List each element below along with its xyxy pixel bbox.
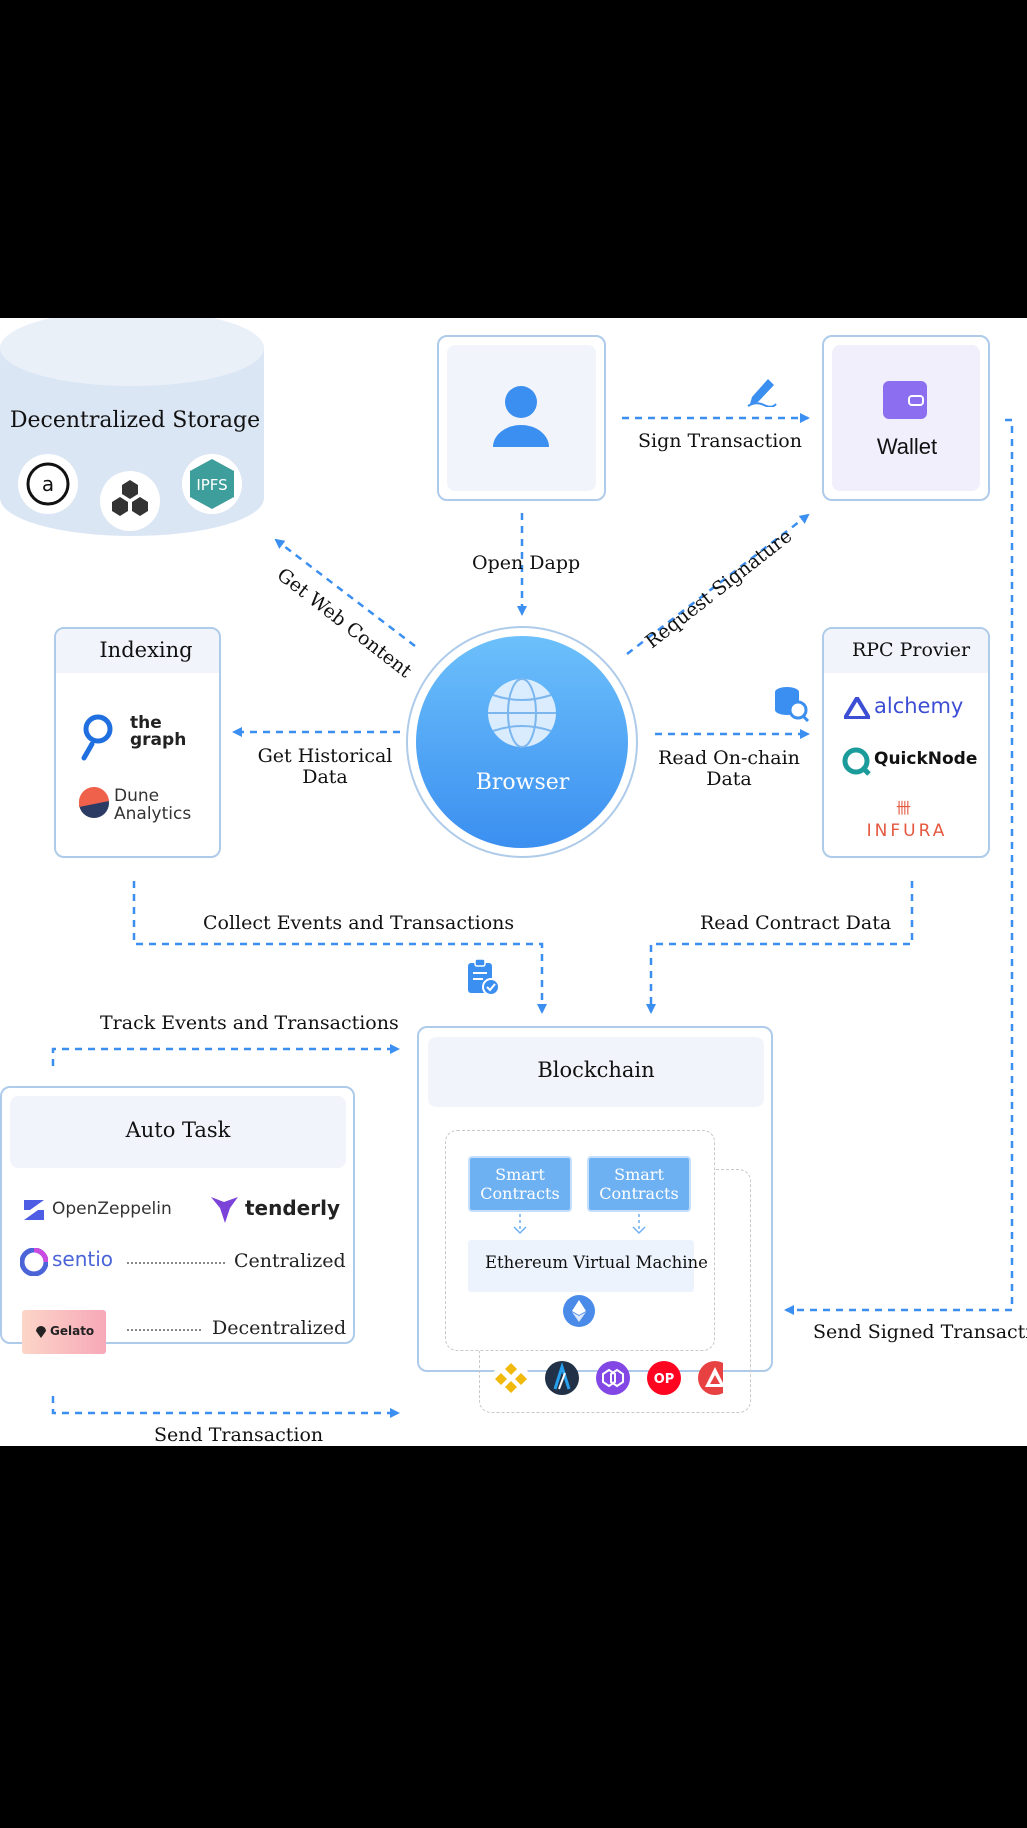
tenderly-icon <box>211 1197 238 1223</box>
database-search-icon <box>775 687 810 722</box>
architecture-diagram: Decentralized Storage a IPFS <box>0 318 1027 1446</box>
gelato-icon <box>36 1326 46 1338</box>
connector-layer <box>51 413 1014 1418</box>
send-signed-label: Send Signed Transactio <box>813 1321 1027 1343</box>
arweave-logo: a <box>18 454 78 514</box>
gelato-logo: Gelato <box>22 1310 106 1354</box>
evm-panel <box>468 1240 694 1292</box>
decentralized-label: Decentralized <box>212 1317 347 1339</box>
dune-icon <box>78 787 109 818</box>
openzeppelin-logo: OpenZeppelin <box>52 1199 172 1219</box>
svg-text:a: a <box>42 472 54 496</box>
pen-icon <box>747 379 777 407</box>
openzeppelin-icon <box>24 1200 44 1220</box>
alchemy-logo: alchemy <box>874 694 964 718</box>
storage-title: Decentralized Storage <box>9 408 261 433</box>
auto-task-box: Auto Task OpenZeppelin tenderly sentio C… <box>0 1086 355 1354</box>
globe-icon <box>488 678 556 748</box>
blockchain-title: Blockchain <box>537 1058 655 1082</box>
rpc-provider-box: RPC Provier alchemy QuickNode 卌 INFURA <box>822 627 990 858</box>
filecoin-logo <box>100 471 160 531</box>
polygon-icon <box>596 1361 630 1395</box>
wallet-label: Wallet <box>876 434 938 459</box>
centralized-label: Centralized <box>234 1250 346 1272</box>
arrow-get-web-content <box>274 538 416 647</box>
quicknode-icon <box>842 747 871 776</box>
infura-icon: 卌 <box>896 799 912 817</box>
user-icon <box>493 386 549 447</box>
infura-logo: INFURA <box>866 821 948 841</box>
arrow-send-transaction <box>51 1396 400 1418</box>
avalanche-icon <box>698 1361 723 1395</box>
user-box <box>437 335 606 501</box>
read-contract-label: Read Contract Data <box>700 912 892 934</box>
clipboard-check-icon <box>468 958 500 996</box>
ethereum-icon <box>563 1295 595 1327</box>
rpc-title: RPC Provier <box>851 639 971 661</box>
tenderly-logo: tenderly <box>245 1196 340 1220</box>
decentralized-connector <box>127 1329 201 1331</box>
auto-task-title: Auto Task <box>125 1118 231 1142</box>
chain-icons: OP <box>493 1360 723 1396</box>
svg-text:OP: OP <box>654 1372 675 1387</box>
sentio-logo: sentio <box>52 1247 114 1271</box>
send-transaction-label: Send Transaction <box>154 1424 324 1446</box>
the-graph-icon <box>81 714 113 761</box>
arbitrum-icon <box>545 1361 579 1395</box>
browser-node <box>406 626 638 858</box>
arrow-read-contract <box>646 881 914 1014</box>
open-dapp-label: Open Dapp <box>472 552 581 574</box>
centralized-connector <box>127 1262 225 1264</box>
ipfs-logo: IPFS <box>182 454 242 514</box>
sign-transaction-label: Sign Transaction <box>638 430 802 452</box>
indexing-title: Indexing <box>99 638 193 662</box>
smart-contract-1: Smart Contracts <box>468 1156 572 1212</box>
browser-label: Browser <box>475 770 570 795</box>
arrow-collect-events <box>132 881 547 1014</box>
blockchain-box: Blockchain Smart Contracts Smart Contrac… <box>417 1026 773 1413</box>
smart-contract-2: Smart Contracts <box>587 1156 691 1212</box>
bnb-icon <box>493 1360 529 1396</box>
optimism-icon: OP <box>647 1361 681 1395</box>
arrow-track-events <box>51 1044 400 1066</box>
evm-label: Ethereum Virtual Machine <box>485 1253 708 1272</box>
sentio-icon <box>20 1248 48 1276</box>
svg-text:IPFS: IPFS <box>196 476 227 494</box>
quicknode-logo: QuickNode <box>874 749 978 769</box>
alchemy-icon <box>844 697 870 719</box>
sc-to-evm-arrows <box>513 1214 646 1235</box>
arrow-send-signed <box>784 418 1014 1315</box>
wallet-icon <box>883 381 927 419</box>
collect-events-label: Collect Events and Transactions <box>203 912 515 934</box>
track-events-label: Track Events and Transactions <box>100 1012 399 1034</box>
wallet-box: Wallet <box>822 335 990 501</box>
storage-logos: a IPFS <box>18 454 242 531</box>
